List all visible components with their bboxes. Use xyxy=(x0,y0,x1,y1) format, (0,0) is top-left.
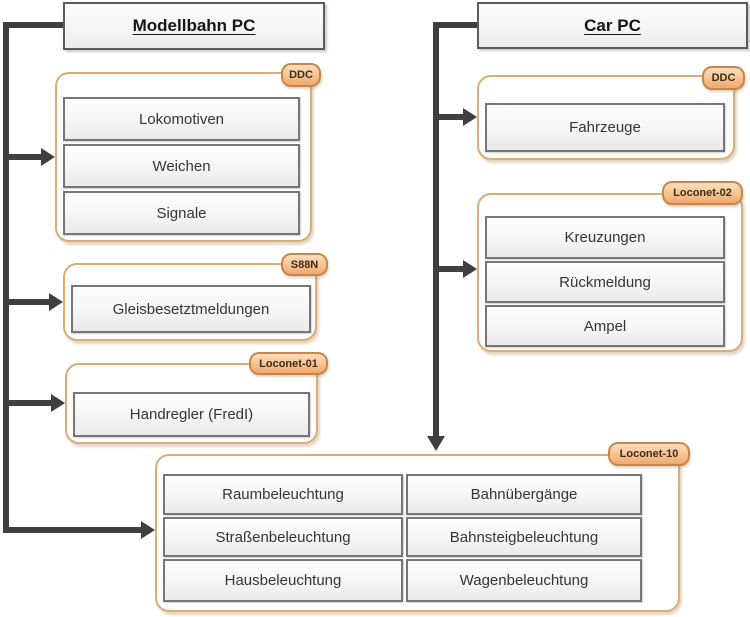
node-handregler: Handregler (FredI) xyxy=(73,392,310,437)
connector-to-ddc-right xyxy=(433,114,463,120)
connector-modellbahn-trunk xyxy=(3,22,9,533)
node-hausbeleuchtung: Hausbeleuchtung xyxy=(163,559,403,602)
arrowhead-ddc-left-icon xyxy=(41,148,55,166)
header-car-pc: Car PC xyxy=(477,2,748,49)
arrowhead-loconet10-top-icon xyxy=(427,436,445,451)
node-kreuzungen: Kreuzungen xyxy=(485,216,725,259)
arrowhead-ddc-right-icon xyxy=(463,108,477,126)
connector-to-s88n xyxy=(3,299,49,305)
connector-car-trunk xyxy=(433,22,439,437)
tag-loconet01: Loconet-01 xyxy=(249,352,328,375)
node-rueckmeldung: Rückmeldung xyxy=(485,261,725,303)
tag-loconet10: Loconet-10 xyxy=(608,442,690,466)
connector-to-loconet02 xyxy=(433,266,463,272)
tag-ddc-right: DDC xyxy=(702,66,745,90)
connector-car-top xyxy=(436,22,477,28)
arrowhead-loconet10-left-icon xyxy=(141,521,155,539)
arrowhead-loconet01-icon xyxy=(51,394,65,412)
node-lokomotiven: Lokomotiven xyxy=(63,97,300,141)
arrowhead-loconet02-icon xyxy=(463,260,477,278)
node-bahnuebergaenge: Bahnübergänge xyxy=(406,474,642,515)
node-bahnsteigbeleuchtung: Bahnsteigbeleuchtung xyxy=(406,517,642,557)
arrowhead-s88n-icon xyxy=(49,293,63,311)
connector-modellbahn-top xyxy=(3,22,63,28)
node-gleisbesetztmeldungen: Gleisbesetztmeldungen xyxy=(71,285,311,333)
node-wagenbeleuchtung: Wagenbeleuchtung xyxy=(406,559,642,602)
node-signale: Signale xyxy=(63,191,300,235)
node-weichen: Weichen xyxy=(63,144,300,188)
node-fahrzeuge: Fahrzeuge xyxy=(485,103,725,152)
node-raumbeleuchtung: Raumbeleuchtung xyxy=(163,474,403,515)
header-modellbahn-pc: Modellbahn PC xyxy=(63,2,325,50)
connector-to-loconet10-left xyxy=(3,527,141,533)
tag-s88n: S88N xyxy=(281,253,328,276)
connector-to-loconet01 xyxy=(3,400,51,406)
tag-loconet02: Loconet-02 xyxy=(662,181,743,205)
node-ampel: Ampel xyxy=(485,305,725,347)
connector-to-ddc-left xyxy=(3,154,41,160)
node-strassenbeleuchtung: Straßenbeleuchtung xyxy=(163,517,403,557)
tag-ddc-left: DDC xyxy=(281,63,321,87)
